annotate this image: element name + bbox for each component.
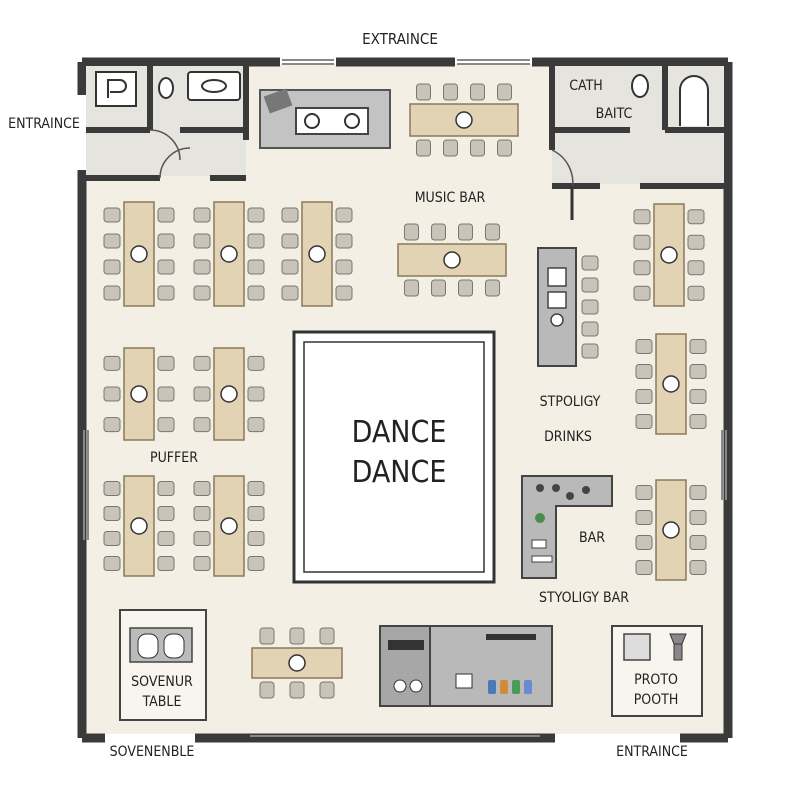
bar-stool <box>581 299 599 315</box>
label-photo-2: POOTH <box>634 692 679 708</box>
label-souvenir-1: SOVENUR <box>131 674 193 690</box>
dining-table <box>633 203 705 307</box>
drinks-station <box>537 247 577 367</box>
dining-table <box>193 201 265 307</box>
label-entrance-left: ENTRAINCE <box>8 116 80 132</box>
dining-table <box>103 347 175 441</box>
label-bar: BAR <box>579 530 605 546</box>
label-bath-left: CATH <box>569 78 603 94</box>
restroom-right <box>549 66 724 220</box>
label-drinks: DRINKS <box>544 429 592 445</box>
label-bath-right: BAITC <box>596 106 633 122</box>
label-styoligy-bar: STYOLIGY BAR <box>539 590 629 606</box>
dining-table <box>409 83 519 157</box>
dining-table <box>635 479 707 581</box>
dance-floor <box>292 330 496 584</box>
dining-table <box>251 627 343 699</box>
dining-table <box>193 475 265 577</box>
toilet-icon <box>158 77 174 99</box>
label-souvenir-2: TABLE <box>142 694 182 710</box>
bottom-bar-counter <box>379 625 553 707</box>
bar-stool <box>581 343 599 359</box>
bar-counter <box>521 475 613 579</box>
bar-stool <box>581 255 599 271</box>
label-dance-2: DANCE <box>352 455 447 490</box>
windows <box>83 59 727 737</box>
photo-booth <box>611 625 703 717</box>
dining-table <box>635 333 707 435</box>
dining-table <box>193 347 265 441</box>
label-dance-1: DANCE <box>352 415 447 450</box>
label-photo-1: PROTO <box>634 672 678 688</box>
toilet-icon <box>631 74 649 98</box>
toilet-icon <box>95 71 137 107</box>
sink-icon <box>187 71 241 101</box>
dining-table <box>397 223 507 297</box>
souvenir-table <box>119 609 207 721</box>
dining-table <box>103 475 175 577</box>
kitchen-counter <box>259 88 391 149</box>
bathtub-icon <box>679 75 709 126</box>
dining-table <box>103 201 175 307</box>
dining-tables <box>103 83 707 699</box>
dining-table <box>281 201 353 307</box>
outer-walls <box>77 57 733 743</box>
label-entrance-bottom-right: ENTRAINCE <box>616 744 688 760</box>
bar-stool <box>581 277 599 293</box>
label-entrance-top: EXTRAINCE <box>362 30 438 48</box>
label-puffer: PUFFER <box>150 450 198 466</box>
bar-stool <box>581 321 599 337</box>
label-music-bar: MUSIC BAR <box>415 190 486 206</box>
restroom-left <box>86 66 249 181</box>
label-bottom-left: SOVENENBLE <box>110 744 195 760</box>
label-stpoligy: STPOLIGY <box>540 394 601 410</box>
